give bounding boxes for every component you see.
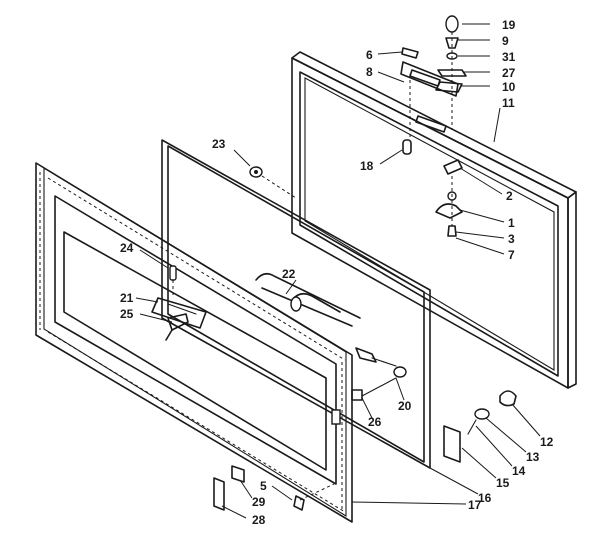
callout-2: 2: [506, 189, 513, 203]
switch-assembly: [351, 347, 407, 401]
lower-hinge-parts: [443, 390, 517, 463]
callout-3: 3: [508, 232, 515, 246]
callout-27: 27: [502, 66, 516, 80]
callout-6: 6: [366, 48, 373, 62]
callout-12: 12: [540, 435, 554, 449]
panel-perforations: [39, 172, 346, 513]
callout-29: 29: [252, 495, 266, 509]
callout-20: 20: [398, 399, 412, 413]
callout-15: 15: [496, 476, 510, 490]
callout-16: 16: [478, 491, 492, 505]
callout-25: 25: [120, 307, 134, 321]
callout-23: 23: [212, 137, 226, 151]
callout-9: 9: [502, 34, 509, 48]
callout-19: 19: [502, 18, 516, 32]
callout-22: 22: [282, 267, 296, 281]
callout-13: 13: [526, 450, 540, 464]
leader-lines: [135, 23, 541, 519]
callout-31: 31: [502, 50, 516, 64]
callout-21: 21: [120, 291, 134, 305]
callout-17: 17: [468, 498, 482, 512]
callout-18: 18: [360, 159, 374, 173]
callout-24: 24: [120, 241, 134, 255]
callout-1: 1: [508, 216, 515, 230]
part-18: [402, 139, 412, 155]
part-22-hinge: [255, 272, 361, 327]
inner-door-panel: [35, 162, 353, 523]
lower-hardware: [213, 409, 341, 511]
outer-door-frame: [291, 51, 577, 389]
latch-assembly: [400, 15, 467, 237]
callout-28: 28: [252, 513, 266, 527]
callout-14: 14: [512, 464, 526, 478]
callout-8: 8: [366, 65, 373, 79]
callout-7: 7: [508, 248, 515, 262]
window-hardware: [151, 265, 207, 341]
callout-11: 11: [502, 96, 515, 110]
callout-labels: 19 9 31 27 10 11 6 8 18 23 2 1 3 7 24 22…: [120, 18, 554, 527]
callout-10: 10: [502, 80, 516, 94]
callout-5: 5: [260, 479, 267, 493]
callout-26: 26: [368, 415, 382, 429]
part-23-screw: [249, 166, 297, 199]
